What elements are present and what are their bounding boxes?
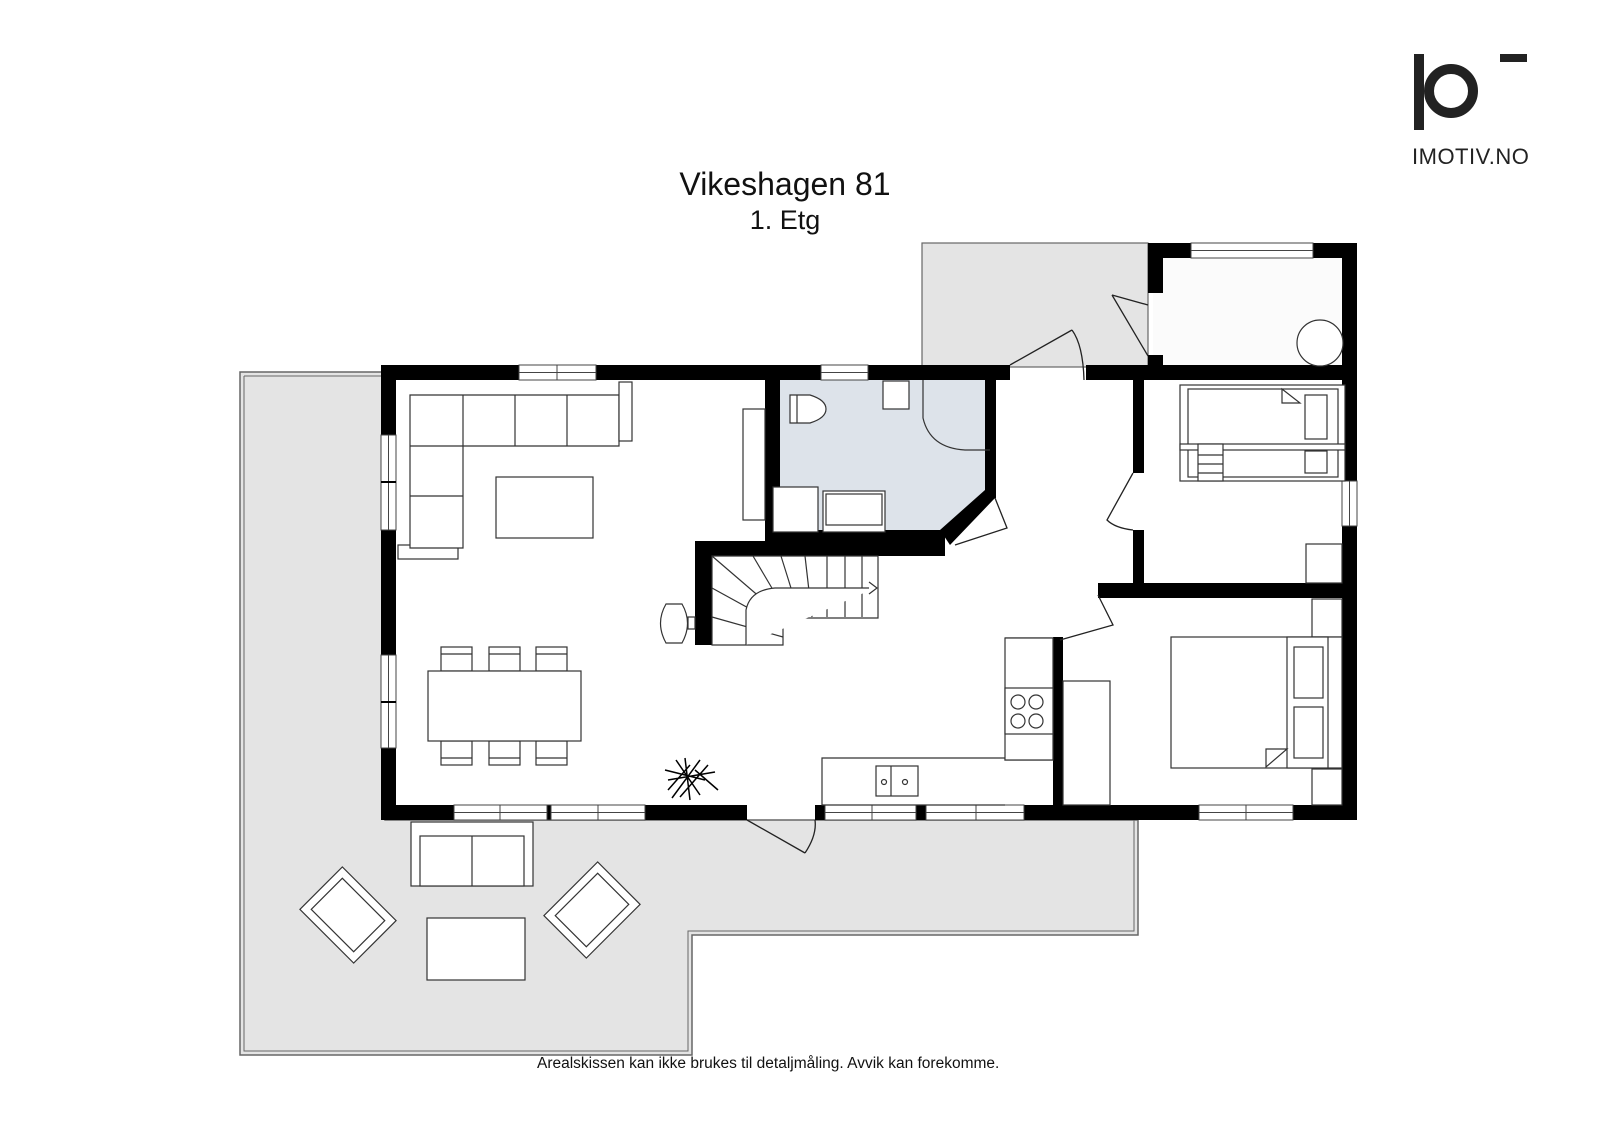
plant [664,757,719,801]
corner-sofa [397,381,633,560]
wardrobe [1062,680,1111,806]
terrace-door [746,819,816,854]
dining-set [427,646,582,766]
outdoor-table [426,917,526,981]
walls [381,243,1357,820]
stool [659,603,689,644]
staircase [711,555,879,646]
bedroom-door [1059,594,1114,641]
bathroom-door [954,497,1008,546]
terrace-furniture [299,821,641,981]
front-door [1009,329,1085,381]
imotiv-logo-icon [1414,54,1527,130]
doors [746,294,1149,854]
bunkroom-door [1106,472,1134,531]
plan-title: Vikeshagen 81 [679,166,891,202]
windows [380,242,1358,821]
washing-machine [882,380,910,410]
tv-bench [742,408,766,521]
disclaimer-text: Arealskissen kan ikke brukes til detaljm… [537,1055,1000,1072]
kitchen [821,637,1054,806]
floor-label: 1. Etg [749,205,821,235]
toilet [789,394,827,424]
desk [1305,543,1343,584]
main-bedroom-furniture [1062,598,1343,806]
water-heater [1296,319,1344,367]
brand-name: IMOTIV.NO [1412,144,1530,169]
dining-table [427,670,582,742]
storage-door [1111,294,1149,357]
shower [922,380,990,451]
entrance-porch [921,242,1149,368]
coffee-table [495,476,594,539]
bunk-bed [1179,384,1346,482]
washbasin-cabinet [772,486,819,533]
